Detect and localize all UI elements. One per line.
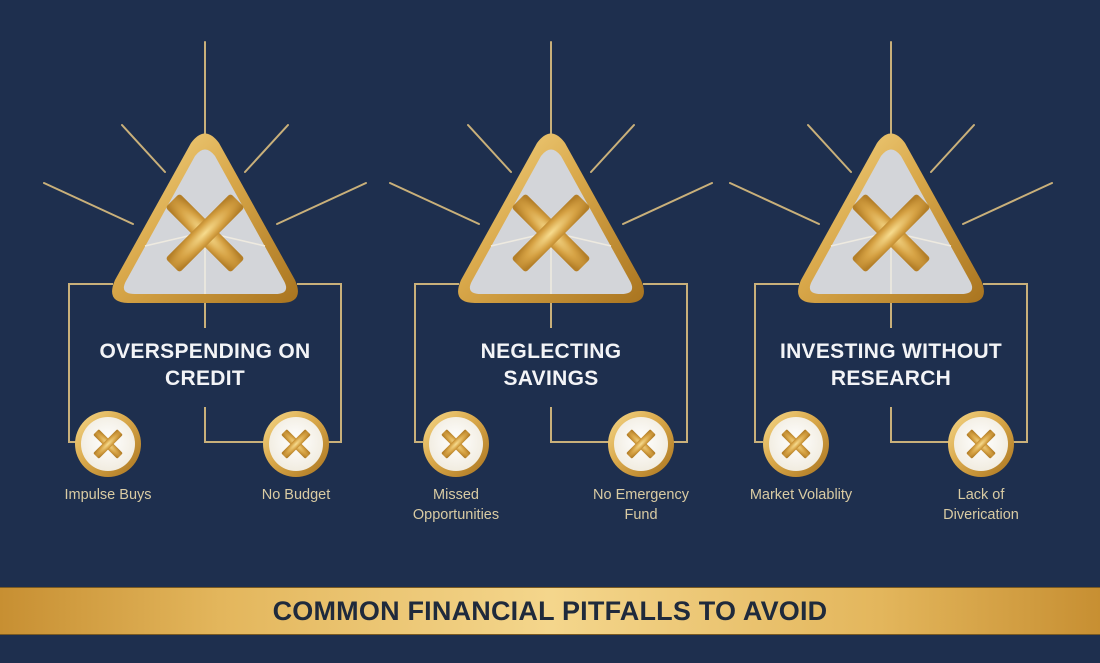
pitfall-title-line: INVESTING WITHOUT: [779, 340, 1003, 363]
title-banner: COMMON FINANCIAL PITFALLS TO AVOID: [0, 587, 1100, 635]
pitfall-title-line: RESEARCH: [830, 367, 952, 390]
consequence-label-line: Missed: [433, 487, 479, 503]
consequence-label: Missed Opportunities: [381, 485, 531, 525]
consequence-label-line: No Budget: [261, 487, 331, 503]
pitfall-icon-group-2: [389, 41, 713, 477]
pitfall-title-line: SAVINGS: [503, 367, 599, 390]
consequence-label: No Emergency Fund: [566, 485, 716, 525]
pitfall-title: OVERSPENDING ON CREDIT: [55, 338, 355, 392]
x-circle-icon: [948, 411, 1014, 477]
consequence-label-line: Impulse Buys: [64, 487, 152, 503]
pitfall-title: INVESTING WITHOUT RESEARCH: [741, 338, 1041, 392]
pitfall-title-line: OVERSPENDING ON: [99, 340, 311, 363]
consequence-label: Impulse Buys: [33, 485, 183, 505]
x-circle-icon: [423, 411, 489, 477]
pitfall-title-line: NEGLECTING: [480, 340, 622, 363]
x-circle-icon: [75, 411, 141, 477]
pitfall-title: NEGLECTING SAVINGS: [401, 338, 701, 392]
consequence-label-line: Diverication: [943, 507, 1019, 523]
consequence-label: No Budget: [221, 485, 371, 505]
pitfall-title-line: CREDIT: [165, 367, 245, 390]
x-circle-icon: [263, 411, 329, 477]
pitfall-icon-group-1: [43, 41, 367, 477]
x-circle-icon: [763, 411, 829, 477]
x-circle-icon: [608, 411, 674, 477]
consequence-label: Market Volablity: [726, 485, 876, 505]
consequence-label-line: Opportunities: [412, 507, 500, 523]
consequence-label-line: No Emergency: [593, 487, 689, 503]
consequence-label-line: Fund: [624, 507, 658, 523]
consequence-label-line: Lack of: [957, 487, 1005, 503]
consequence-label: Lack of Diverication: [906, 485, 1056, 525]
consequence-label-line: Market Volablity: [749, 487, 853, 503]
pitfall-icon-group-3: [729, 41, 1053, 477]
banner-title: COMMON FINANCIAL PITFALLS TO AVOID: [272, 595, 828, 626]
